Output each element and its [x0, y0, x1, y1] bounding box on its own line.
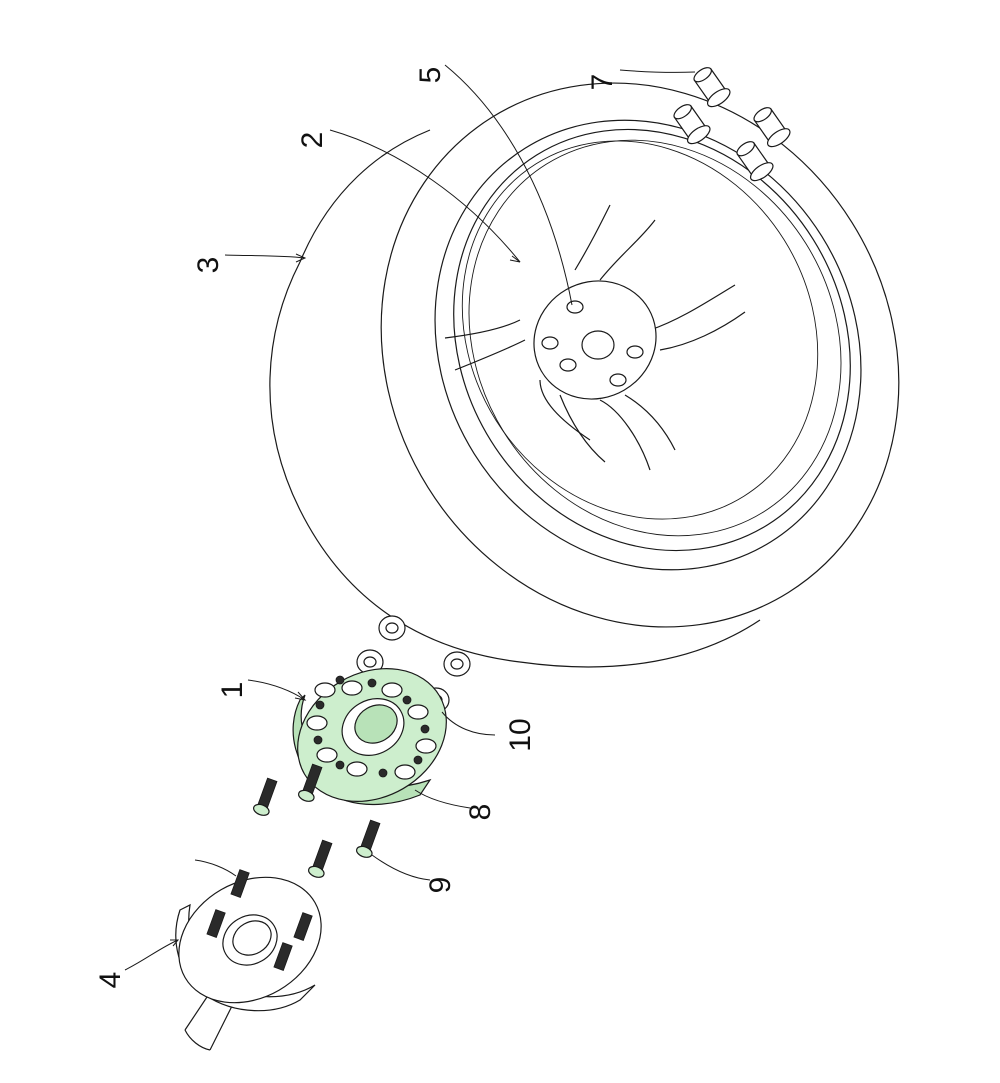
- label-wheel-nut: 7: [586, 74, 619, 91]
- reference-numerals: 1 2 3 4 5 7 8 9 10: [94, 67, 619, 989]
- label-spacer: 1: [216, 682, 249, 699]
- label-spacer-bolt: 9: [424, 877, 457, 894]
- wheel-bolt-hole: [566, 300, 584, 314]
- label-spacer-hole: 8: [464, 804, 497, 821]
- wheel-spacer: [292, 668, 447, 806]
- label-hub: 4: [94, 972, 127, 989]
- wheel-nuts: [673, 67, 791, 182]
- label-wheel-bolt-hole: 5: [414, 67, 447, 84]
- hub: [175, 876, 322, 1051]
- label-tire: 3: [192, 257, 225, 274]
- spacer-hole: [314, 682, 336, 698]
- label-wheel: 2: [296, 132, 329, 149]
- wheel: [444, 204, 746, 471]
- label-spacer-nut: 10: [504, 718, 537, 751]
- spacer-bolts: [253, 763, 381, 878]
- leader-lines: [124, 64, 696, 971]
- hub-studs: [206, 869, 313, 971]
